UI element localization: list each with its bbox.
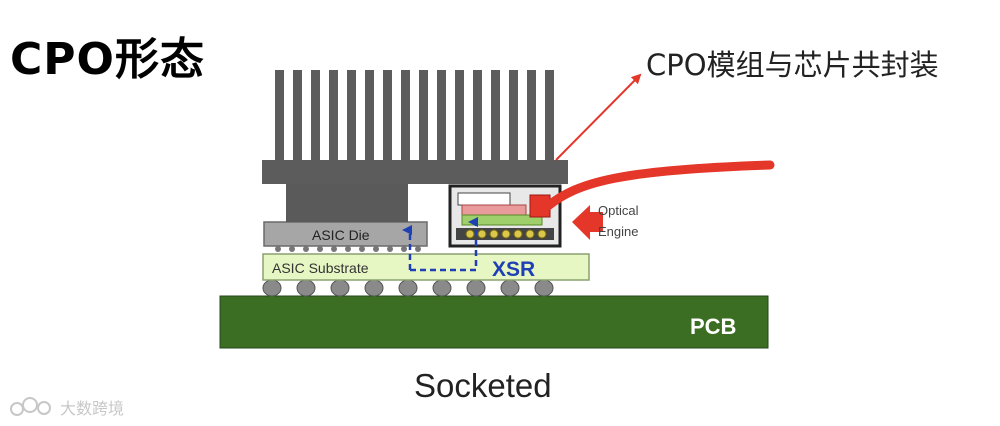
heatsink xyxy=(262,70,568,184)
optical-engine-label-line2: Engine xyxy=(598,224,638,239)
xsr-path: XSR xyxy=(402,217,535,281)
xsr-label: XSR xyxy=(492,258,535,281)
optical-fiber xyxy=(543,160,775,211)
asic-substrate: ASIC Substrate xyxy=(262,253,590,281)
asic-die: ASIC Die xyxy=(263,221,428,252)
diagram-caption: Socketed xyxy=(414,367,552,404)
optical-engine-arrow-icon xyxy=(572,205,590,240)
asic-substrate-label: ASIC Substrate xyxy=(272,260,369,276)
watermark-text: 大数跨境 xyxy=(60,399,125,418)
heat-spreader xyxy=(286,184,408,222)
optical-engine-module xyxy=(448,184,562,248)
pcb-label: PCB xyxy=(690,314,736,339)
optical-engine-label-line1: Optical xyxy=(598,203,639,218)
cpo-callout-label: CPO模组与芯片共封装 xyxy=(646,48,939,82)
page-title: CPO形态 xyxy=(10,34,205,85)
watermark-logo-icon xyxy=(10,397,51,416)
watermark: 大数跨境 xyxy=(8,394,124,420)
solder-balls-bottom xyxy=(262,279,554,297)
callout-arrow xyxy=(555,73,642,161)
pcb: PCB xyxy=(219,295,769,349)
asic-die-label: ASIC Die xyxy=(312,227,370,243)
